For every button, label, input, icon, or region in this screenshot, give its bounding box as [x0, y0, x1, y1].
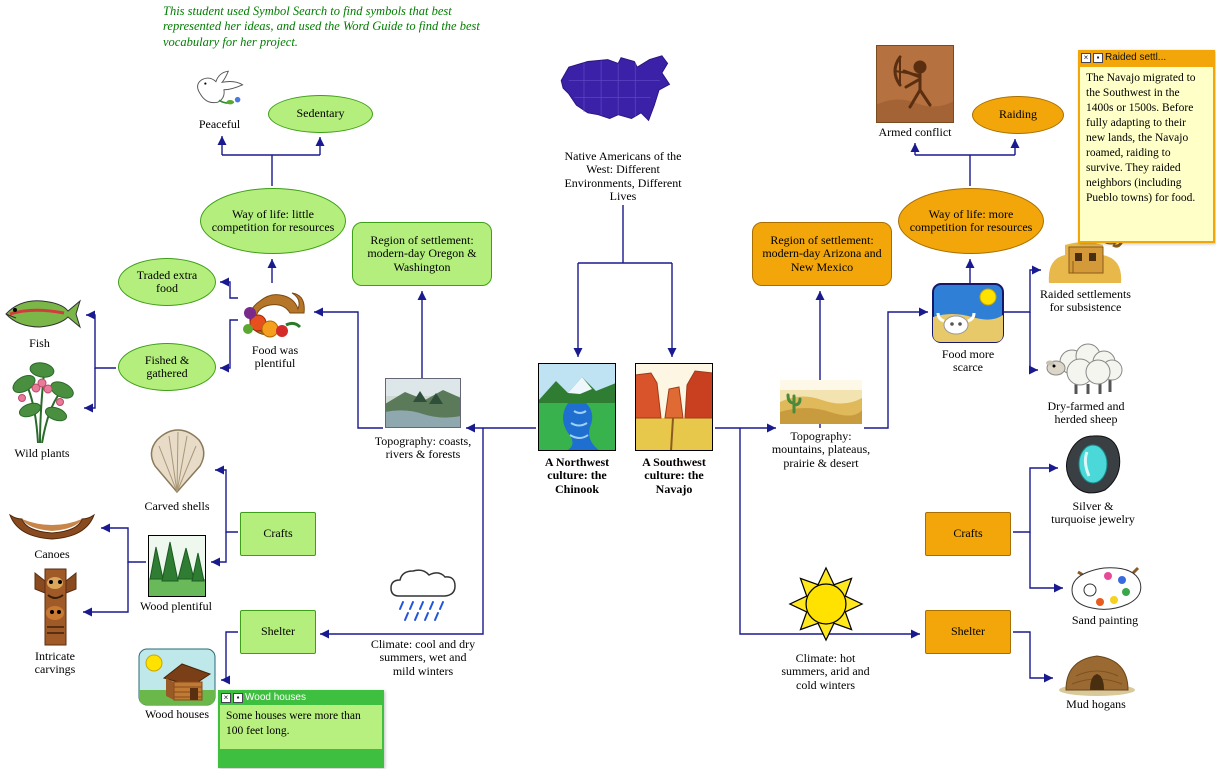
peaceful-caption: Peaceful [198, 117, 241, 131]
root-caption: Native Americans of the West: Different … [564, 149, 682, 204]
us-map-image[interactable] [552, 52, 692, 147]
node-region-northwest[interactable]: Region of settlement: modern-day Oregon … [352, 222, 492, 286]
dove-image[interactable] [188, 66, 250, 116]
desert-skull-image[interactable] [932, 283, 1004, 343]
close-icon[interactable]: × [1081, 52, 1091, 63]
note-window-wood-houses[interactable]: × ▪ Wood houses Some houses were more th… [218, 690, 384, 768]
wood-plentiful-caption: Wood plentiful [139, 599, 213, 613]
totem-image[interactable] [33, 563, 78, 648]
close-icon[interactable]: × [221, 692, 231, 703]
forest-image[interactable] [148, 535, 206, 597]
note-title: Wood houses [245, 692, 306, 703]
wild-plants-caption: Wild plants [14, 446, 70, 460]
node-crafts-nw[interactable]: Crafts [240, 512, 316, 556]
node-fished-gathered[interactable]: Fished & gathered [118, 343, 216, 391]
sun-image[interactable] [788, 562, 864, 646]
jewelry-caption: Silver & turquoise jewelry [1051, 499, 1135, 527]
fish-image[interactable] [2, 295, 82, 333]
sheep-caption: Dry-farmed and herded sheep [1047, 399, 1125, 427]
navajo-scene-image[interactable] [635, 363, 713, 451]
climate-sw-caption: Climate: hot summers, arid and cold wint… [781, 651, 870, 692]
note-title-bar[interactable]: × ▪ Wood houses [218, 690, 384, 705]
node-raiding[interactable]: Raiding [972, 96, 1064, 134]
topography-sw-caption: Topography: mountains, plateaus, prairie… [771, 429, 871, 470]
coast-photo-image[interactable] [385, 378, 461, 428]
chinook-title: A Northwest culture: the Chinook [544, 455, 610, 496]
sand-painting-caption: Sand painting [1071, 613, 1139, 627]
note-title: Raided settl... [1105, 52, 1167, 63]
wood-houses-caption: Wood houses [144, 707, 210, 721]
climate-nw-caption: Climate: cool and dry summers, wet and m… [370, 637, 476, 678]
node-way-of-life-nw[interactable]: Way of life: little competition for reso… [200, 188, 346, 254]
wood-house-image[interactable] [138, 648, 216, 706]
carved-shell-image[interactable] [145, 428, 210, 496]
sheep-image[interactable] [1042, 338, 1130, 396]
mud-hogan-image[interactable] [1058, 648, 1136, 696]
mud-hogans-caption: Mud hogans [1066, 697, 1126, 711]
note-body-text[interactable]: The Navajo migrated to the Southwest in … [1078, 65, 1215, 243]
note-window-raided-settlements[interactable]: × ▪ Raided settl... The Navajo migrated … [1078, 50, 1215, 243]
canoe-image[interactable] [8, 503, 96, 548]
intricate-carvings-caption: Intricate carvings [34, 649, 76, 677]
topography-nw-caption: Topography: coasts, rivers & forests [374, 434, 472, 462]
petroglyph-archer-image[interactable] [876, 45, 954, 123]
node-sedentary[interactable]: Sedentary [268, 95, 373, 133]
node-traded-extra-food[interactable]: Traded extra food [118, 258, 216, 306]
turquoise-jewelry-image[interactable] [1063, 432, 1125, 497]
chinook-scene-image[interactable] [538, 363, 616, 451]
fish-caption: Fish [29, 336, 50, 350]
note-body-text[interactable]: Some houses were more than 100 feet long… [220, 705, 382, 749]
canoes-caption: Canoes [34, 547, 70, 561]
cornucopia-image[interactable] [240, 285, 310, 340]
collapse-icon[interactable]: ▪ [233, 692, 243, 703]
node-crafts-sw[interactable]: Crafts [925, 512, 1011, 556]
node-region-southwest[interactable]: Region of settlement: modern-day Arizona… [752, 222, 892, 286]
wild-plants-image[interactable] [8, 358, 80, 443]
raided-settlements-caption: Raided settlements for subsistence [1040, 287, 1131, 315]
rain-cloud-image[interactable] [383, 566, 463, 624]
carved-shells-caption: Carved shells [144, 499, 210, 513]
navajo-title: A Southwest culture: the Navajo [642, 455, 706, 496]
teacher-annotation: This student used Symbol Search to find … [163, 4, 480, 49]
note-title-bar[interactable]: × ▪ Raided settl... [1078, 50, 1215, 65]
armed-conflict-caption: Armed conflict [878, 125, 952, 139]
food-sw-caption: Food more scarce [941, 347, 995, 375]
food-nw-caption: Food was plentiful [251, 343, 299, 371]
paint-palette-image[interactable] [1068, 562, 1143, 612]
node-shelter-nw[interactable]: Shelter [240, 610, 316, 654]
collapse-icon[interactable]: ▪ [1093, 52, 1103, 63]
desert-photo-image[interactable] [780, 380, 862, 424]
node-way-of-life-sw[interactable]: Way of life: more competition for resour… [898, 188, 1044, 254]
node-shelter-sw[interactable]: Shelter [925, 610, 1011, 654]
